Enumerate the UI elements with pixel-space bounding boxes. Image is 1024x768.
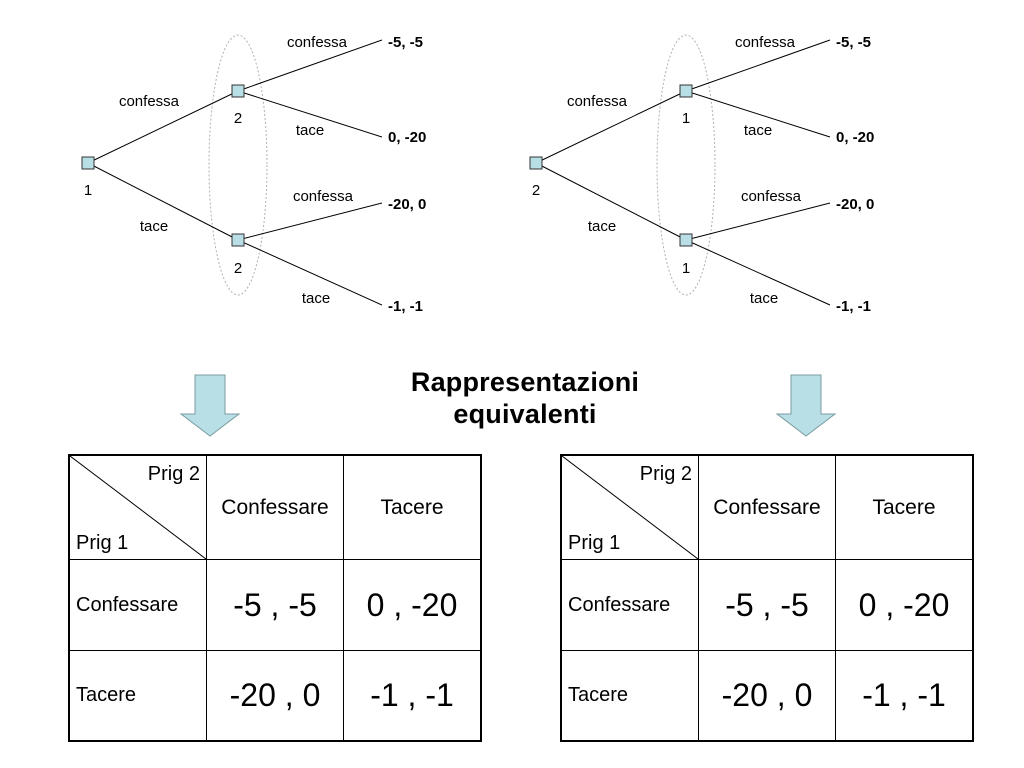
root-lower-action-label: tace — [588, 218, 616, 235]
information-set-ellipse — [208, 34, 268, 296]
diagonal-divider — [562, 456, 698, 559]
column-header: Tacere — [835, 454, 974, 560]
edge-lower-tace — [237, 239, 383, 306]
row-header: Tacere — [68, 650, 207, 742]
payoff-cell: -1 , -1 — [343, 650, 482, 742]
payoff-matrix-left: Prig 2 Prig 1 Confessare Tacere Confessa… — [68, 454, 482, 742]
payoff-label: -5, -5 — [388, 34, 423, 51]
payoff-cell: -20 , 0 — [698, 650, 836, 742]
matrix-row: Tacere -20 , 0 -1 , -1 — [68, 650, 482, 742]
column-header: Tacere — [343, 454, 482, 560]
row-header: Confessare — [68, 559, 207, 651]
payoff-label: 0, -20 — [836, 129, 874, 146]
row-player-label: Prig 1 — [568, 532, 621, 554]
lower-node-player-label: 2 — [234, 260, 242, 277]
upper-confessa-label: confessa — [287, 34, 348, 51]
row-player-label: Prig 1 — [76, 532, 129, 554]
edge-root-lower — [535, 162, 687, 241]
upper-node — [679, 84, 693, 98]
lower-tace-label: tace — [750, 290, 778, 307]
matrix-row: Confessare -5 , -5 0 , -20 — [560, 559, 974, 651]
root-node — [529, 156, 543, 170]
lower-confessa-label: confessa — [741, 188, 802, 205]
upper-tace-label: tace — [296, 122, 324, 139]
matrix-corner-cell: Prig 2 Prig 1 — [560, 454, 699, 560]
edge-lower-confessa — [685, 202, 831, 241]
lower-tace-label: tace — [302, 290, 330, 307]
edge-root-upper — [87, 90, 239, 164]
diagonal-divider — [70, 456, 206, 559]
matrix-row: Confessare -5 , -5 0 , -20 — [68, 559, 482, 651]
payoff-label: -20, 0 — [836, 196, 874, 213]
edge-upper-confessa — [237, 39, 383, 92]
upper-tace-label: tace — [744, 122, 772, 139]
upper-confessa-label: confessa — [735, 34, 796, 51]
game-tree-right: 2 1 1 confessa tace confessa tace confes… — [529, 34, 874, 315]
down-arrow-icon — [179, 374, 241, 437]
edge-upper-tace — [685, 90, 831, 138]
down-arrow-icon — [775, 374, 837, 437]
edge-root-lower — [87, 162, 239, 241]
payoff-matrix-right: Prig 2 Prig 1 Confessare Tacere Confessa… — [560, 454, 974, 742]
game-tree-left: 1 2 2 confessa tace confessa tace confes… — [81, 34, 426, 315]
payoff-cell: -5 , -5 — [698, 559, 836, 651]
payoff-label: -5, -5 — [836, 34, 871, 51]
root-upper-action-label: confessa — [567, 93, 628, 110]
payoff-label: 0, -20 — [388, 129, 426, 146]
column-header: Confessare — [698, 454, 836, 560]
edge-upper-confessa — [685, 39, 831, 92]
root-lower-action-label: tace — [140, 218, 168, 235]
payoff-cell: 0 , -20 — [835, 559, 974, 651]
edge-lower-tace — [685, 239, 831, 306]
slide-title: Rappresentazioni equivalenti — [362, 366, 688, 430]
edge-upper-tace — [237, 90, 383, 138]
payoff-cell: 0 , -20 — [343, 559, 482, 651]
root-player-label: 2 — [532, 182, 540, 199]
row-header: Tacere — [560, 650, 699, 742]
matrix-row: Tacere -20 , 0 -1 , -1 — [560, 650, 974, 742]
title-line-1: Rappresentazioni — [410, 367, 640, 397]
payoff-cell: -1 , -1 — [835, 650, 974, 742]
game-trees: 1 2 2 confessa tace confessa tace confes… — [81, 34, 874, 315]
column-header: Confessare — [206, 454, 344, 560]
matrix-corner-cell: Prig 2 Prig 1 — [68, 454, 207, 560]
lower-confessa-label: confessa — [293, 188, 354, 205]
column-player-label: Prig 2 — [639, 463, 692, 485]
payoff-label: -20, 0 — [388, 196, 426, 213]
root-upper-action-label: confessa — [119, 93, 180, 110]
payoff-label: -1, -1 — [836, 298, 871, 315]
payoff-cell: -20 , 0 — [206, 650, 344, 742]
information-set-ellipse — [656, 34, 716, 296]
lower-node — [231, 233, 245, 247]
edge-root-upper — [535, 90, 687, 164]
payoff-cell: -5 , -5 — [206, 559, 344, 651]
upper-node — [231, 84, 245, 98]
root-player-label: 1 — [84, 182, 92, 199]
row-header: Confessare — [560, 559, 699, 651]
lower-node-player-label: 1 — [682, 260, 690, 277]
edge-lower-confessa — [237, 202, 383, 241]
lower-node — [679, 233, 693, 247]
upper-node-player-label: 2 — [234, 110, 242, 127]
root-node — [81, 156, 95, 170]
payoff-label: -1, -1 — [388, 298, 423, 315]
title-line-2: equivalenti — [453, 399, 597, 429]
upper-node-player-label: 1 — [682, 110, 690, 127]
column-player-label: Prig 2 — [147, 463, 200, 485]
